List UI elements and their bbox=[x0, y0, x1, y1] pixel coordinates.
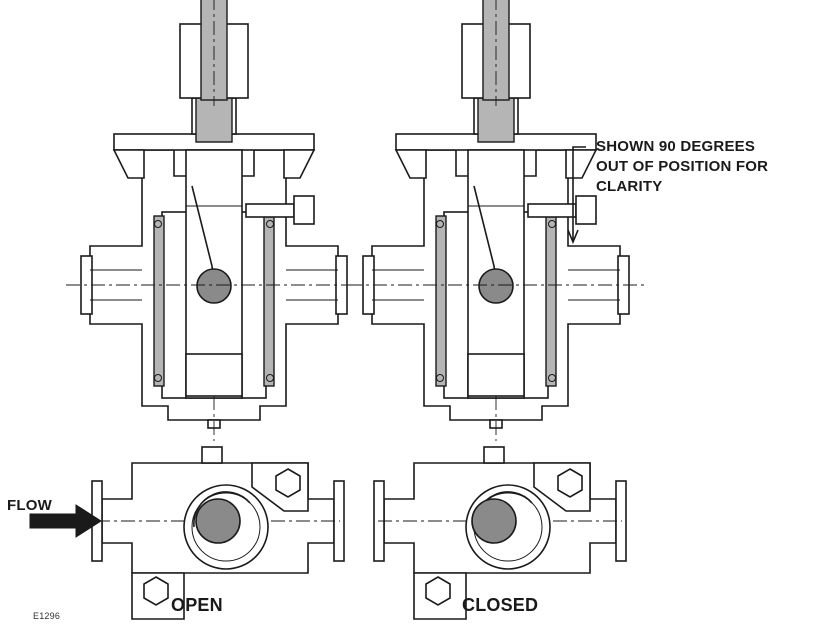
note-line-3: CLARITY bbox=[596, 178, 663, 195]
closed-caption: CLOSED bbox=[462, 595, 539, 615]
orientation-note: SHOWN 90 DEGREES OUT OF POSITION FOR CLA… bbox=[596, 137, 821, 197]
figure-id: E1296 bbox=[33, 611, 61, 621]
valve-plan-view-closed bbox=[373, 446, 627, 620]
note-line-2: OUT OF POSITION FOR bbox=[596, 158, 769, 175]
note-line-1: SHOWN 90 DEGREES bbox=[596, 138, 756, 155]
flow-label: FLOW bbox=[7, 497, 52, 514]
valve-side-view-open bbox=[65, 0, 363, 442]
open-caption: OPEN bbox=[171, 595, 223, 615]
arrow-right-icon bbox=[29, 504, 102, 538]
valve-side-view-closed bbox=[347, 0, 645, 442]
valve-plan-view-open bbox=[91, 446, 345, 620]
